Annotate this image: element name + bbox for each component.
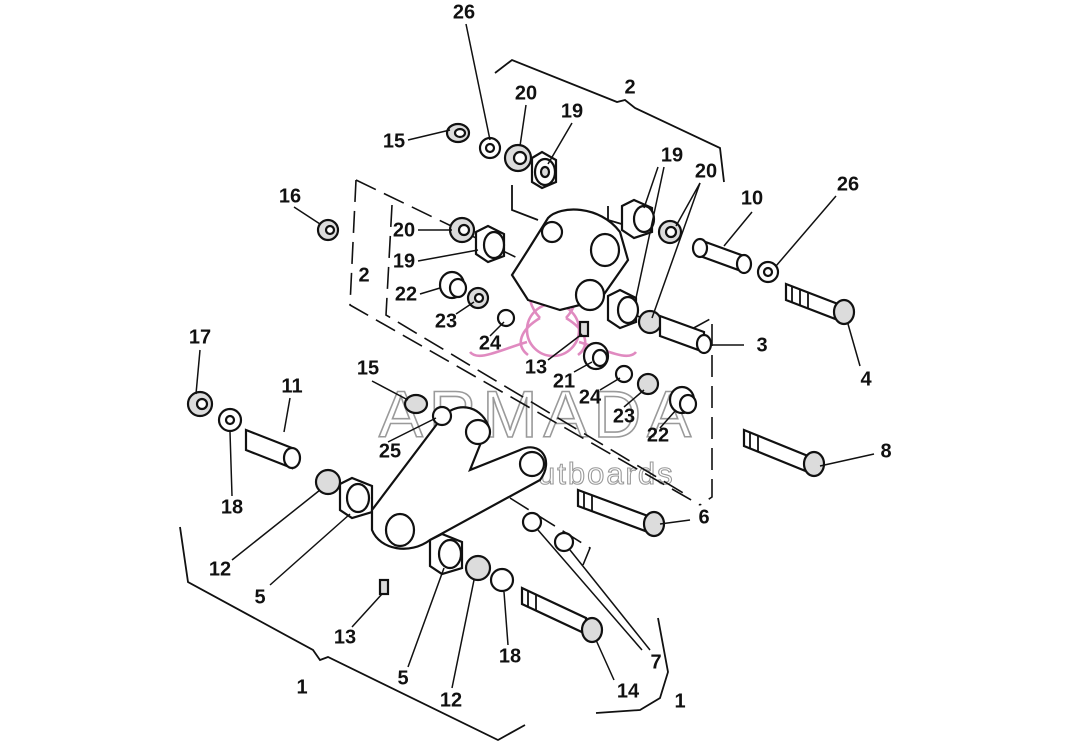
- bushing-19-lower: [606, 288, 640, 330]
- bracket-washers-7: [509, 497, 591, 566]
- callout-20-right: 20: [695, 160, 717, 182]
- callout-13-top: 13: [525, 356, 547, 378]
- washers-7: [521, 511, 575, 553]
- nut-17: [186, 390, 214, 418]
- bolt-4: [784, 282, 856, 326]
- grease-nipple-13-lower: [378, 578, 390, 596]
- callout-23-right: 23: [613, 405, 635, 427]
- bearing-20-lower: [637, 309, 663, 335]
- callout-1-right: 1: [674, 690, 685, 712]
- bearing-23-left: [466, 286, 490, 310]
- nut-15-top: [445, 122, 471, 144]
- collar-22-right: [668, 385, 698, 415]
- washer-25: [431, 405, 453, 427]
- callout-19-right: 19: [661, 144, 683, 166]
- bushing-19-mid: [474, 224, 506, 264]
- callout-18-left: 18: [221, 496, 243, 518]
- bracket-lower-1-left: [179, 526, 526, 742]
- bearing-20-right: [657, 219, 683, 245]
- bearing-20-mid: [448, 216, 476, 244]
- bearing-23-right: [636, 372, 660, 396]
- washer-18-left: [217, 407, 243, 433]
- callout-13-lower: 13: [334, 626, 356, 648]
- bushing-19-right: [620, 198, 656, 240]
- sleeve-11: [244, 428, 302, 470]
- link-arm-lower: [370, 406, 548, 550]
- washer-26-top: [478, 136, 502, 160]
- callout-2-top: 2: [624, 76, 635, 98]
- rocker-arm-upper: [510, 208, 630, 312]
- callout-16: 16: [279, 185, 301, 207]
- bushing-5-right: [428, 532, 464, 576]
- callout-4: 4: [860, 368, 872, 390]
- callout-7: 7: [650, 651, 661, 673]
- callout-26-right: 26: [837, 173, 859, 195]
- callout-22-right: 22: [647, 424, 669, 446]
- nut-15-lower: [403, 393, 429, 415]
- washer-18-right: [489, 567, 515, 593]
- sleeve-10: [691, 237, 753, 275]
- callout-18-right: 18: [499, 645, 521, 667]
- bolt-8: [742, 428, 826, 478]
- callout-26-top: 26: [453, 1, 475, 23]
- grease-nipple-13-top: [578, 320, 590, 338]
- callout-22-left: 22: [395, 283, 417, 305]
- callout-21: 21: [553, 370, 575, 392]
- bearing-20-top: [503, 143, 533, 173]
- bolt-14: [520, 586, 604, 644]
- bearing-12-right: [464, 554, 492, 582]
- callout-10: 10: [741, 187, 763, 209]
- callout-24-left: 24: [479, 332, 502, 354]
- callout-6: 6: [698, 506, 709, 528]
- callout-19-mid: 19: [393, 250, 415, 272]
- callout-11: 11: [281, 375, 302, 397]
- callout-15-lower: 15: [357, 357, 379, 379]
- callout-2-mid: 2: [358, 264, 369, 286]
- callout-12-left: 12: [209, 558, 231, 580]
- callout-14: 14: [617, 680, 640, 702]
- callout-20-mid: 20: [393, 219, 415, 241]
- callout-23-left: 23: [435, 310, 457, 332]
- bracket-lower-1-right: [595, 617, 669, 714]
- bearing-12-left: [314, 468, 342, 496]
- callout-1-left: 1: [296, 676, 307, 698]
- sleeve-3: [658, 314, 713, 355]
- callout-8: 8: [880, 440, 891, 462]
- callout-25: 25: [379, 440, 401, 462]
- callout-20-top: 20: [515, 82, 537, 104]
- callout-15-top: 15: [383, 130, 405, 152]
- bracket-upper-2: [494, 58, 725, 183]
- leader-lines: [195, 23, 875, 689]
- callout-24-right: 24: [579, 386, 602, 408]
- bolt-6: [576, 488, 666, 538]
- callout-17: 17: [189, 326, 211, 348]
- callout-5-left: 5: [254, 586, 265, 608]
- callouts: 26 20 19 15 2 19 20 26 10 16 20 19 2 22 …: [189, 1, 892, 712]
- callout-3: 3: [756, 334, 767, 356]
- callout-5-right: 5: [397, 667, 408, 689]
- washer-24-left: [496, 308, 516, 328]
- bushing-5-left: [338, 476, 374, 520]
- nut-16: [316, 218, 340, 242]
- washer-26-right: [756, 260, 780, 284]
- callout-19-top: 19: [561, 100, 583, 122]
- collar-22-left: [438, 270, 468, 300]
- callout-12-right: 12: [440, 689, 462, 711]
